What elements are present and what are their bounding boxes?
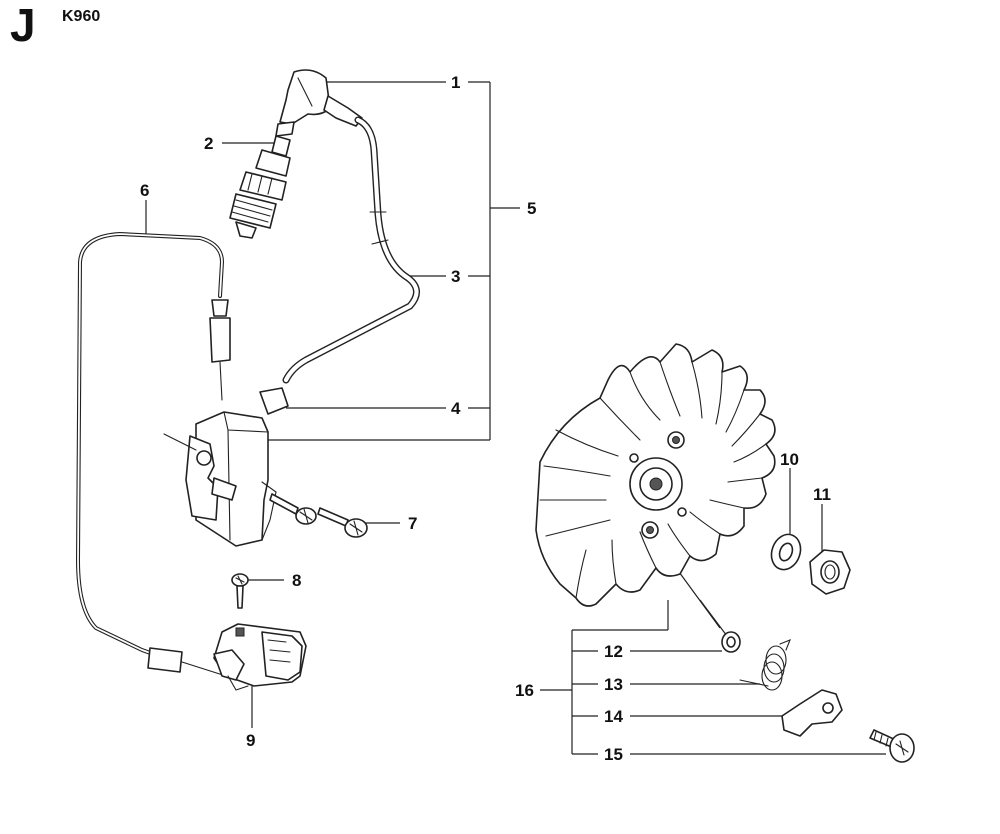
ht-cable: [282, 116, 420, 384]
callout-13: 13: [604, 675, 623, 694]
callout-9: 9: [246, 731, 255, 750]
leader-lines: [145, 81, 886, 755]
screws: [269, 493, 368, 538]
spring: [739, 639, 791, 691]
section-letter: J: [10, 0, 36, 51]
short-circuit-cable: [76, 232, 231, 677]
ignition-module: [163, 387, 289, 547]
callout-3: 3: [451, 267, 460, 286]
flywheel: [535, 343, 776, 607]
callout-2: 2: [204, 134, 213, 153]
callout-15: 15: [604, 745, 623, 764]
spark-plug: [229, 135, 291, 239]
callout-6: 6: [140, 181, 149, 200]
callout-16: 16: [515, 681, 534, 700]
pawl: [781, 689, 843, 737]
callout-5: 5: [527, 199, 536, 218]
stop-switch: [213, 623, 307, 691]
model-label: K960: [62, 8, 101, 25]
callout-8: 8: [292, 571, 301, 590]
nut: [809, 549, 851, 595]
callout-12: 12: [604, 642, 623, 661]
callout-14: 14: [604, 707, 623, 726]
callout-11: 11: [813, 485, 831, 504]
callout-10: 10: [780, 450, 799, 469]
callout-4: 4: [451, 399, 461, 418]
callout-1: 1: [451, 73, 460, 92]
callout-7: 7: [408, 514, 417, 533]
pawl-screw: [869, 729, 915, 763]
stop-switch-screw: [231, 573, 249, 609]
washer: [770, 533, 802, 571]
spark-plug-boot: [275, 69, 363, 137]
small-washer: [721, 631, 741, 653]
callout-labels: 1 2 3 4 5 6 7 8 9 10 11 12 13 14 15 16: [140, 73, 831, 764]
